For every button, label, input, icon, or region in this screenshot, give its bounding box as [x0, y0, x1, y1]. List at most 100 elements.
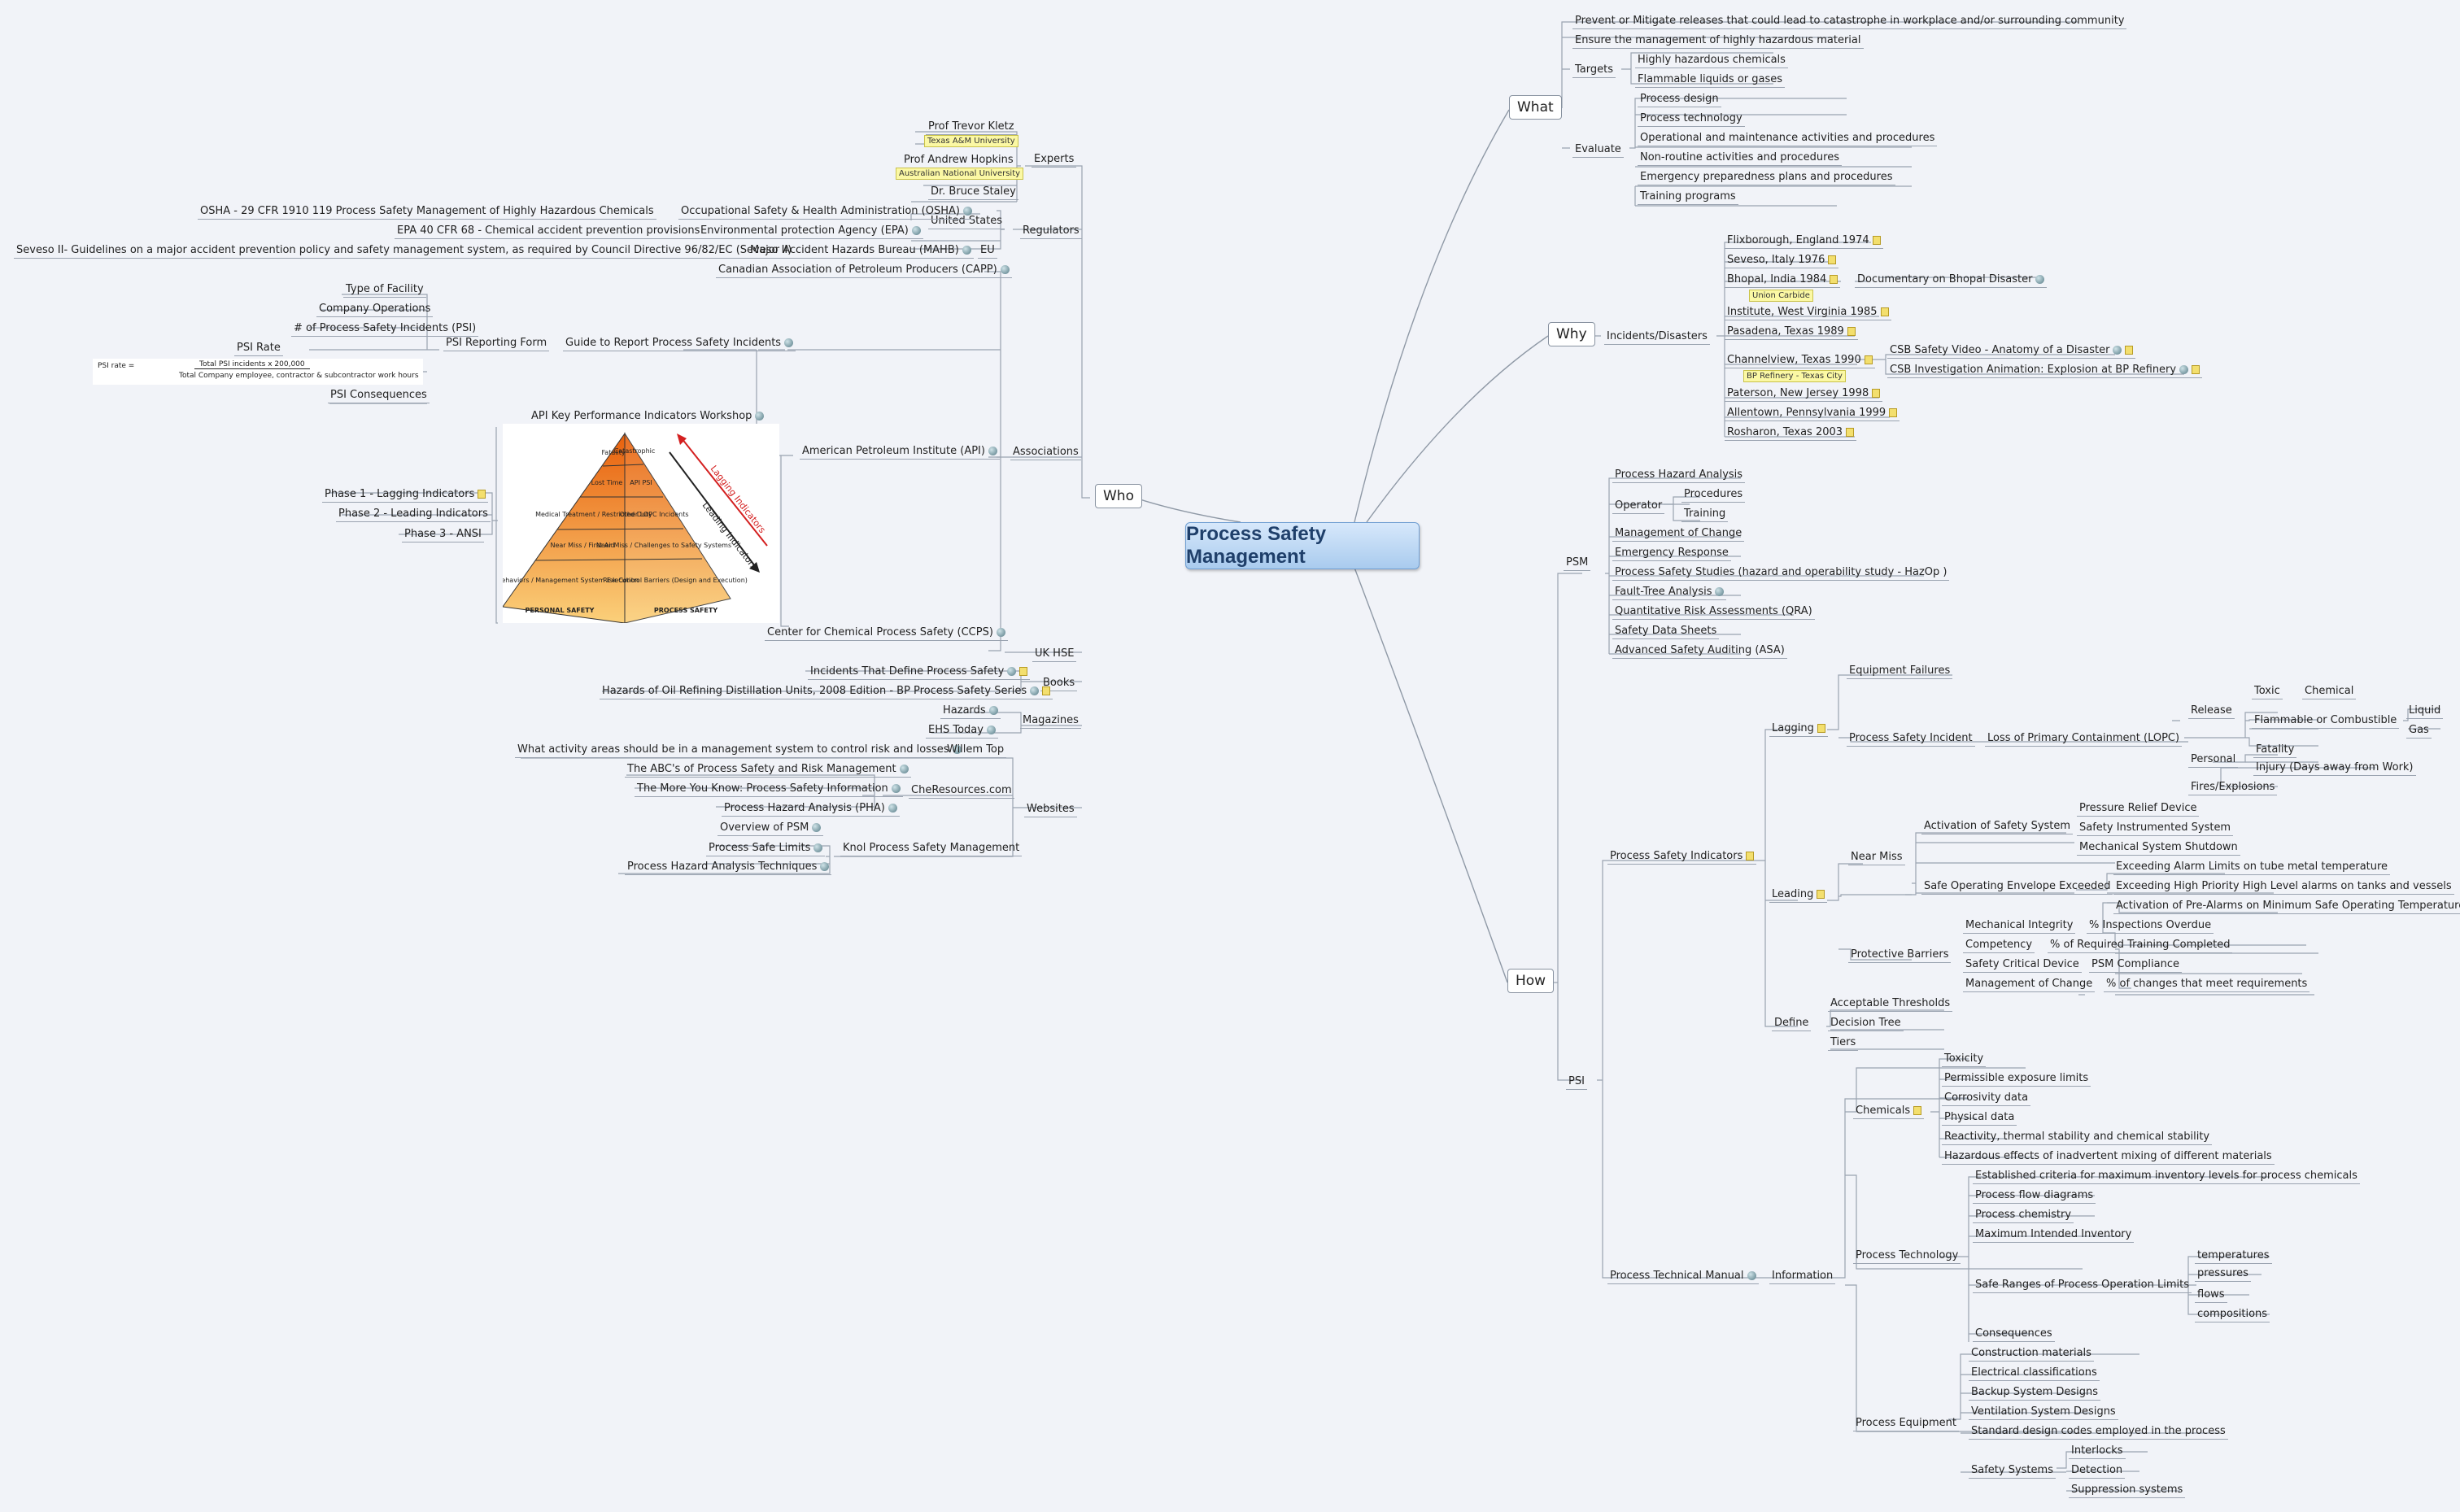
eu[interactable]: EU [978, 242, 997, 259]
psi-item[interactable]: PSI Rate [234, 340, 283, 356]
injury[interactable]: Injury (Days away from Work) [2253, 760, 2416, 776]
expert-staley[interactable]: Dr. Bruce Staley [928, 184, 1018, 200]
knol-item[interactable]: Overview of PSM [718, 820, 824, 836]
psm-item[interactable]: Process Hazard Analysis [1612, 467, 1746, 483]
define-item[interactable]: Acceptable Thresholds [1828, 996, 1953, 1012]
phase-item[interactable]: Phase 1 - Lagging Indicators [322, 486, 489, 503]
process-equipment[interactable]: Process Equipment [1853, 1415, 1960, 1431]
operator-procedures[interactable]: Procedures [1681, 486, 1746, 503]
ps-indicators[interactable]: Process Safety Indicators [1607, 848, 1757, 865]
api-workshop[interactable]: API Key Performance Indicators Workshop [529, 408, 767, 425]
process-technology[interactable]: Process Technology [1853, 1248, 1961, 1264]
range-item[interactable]: compositions [2195, 1306, 2270, 1322]
book-item[interactable]: Hazards of Oil Refining Distillation Uni… [600, 683, 1053, 699]
flammable[interactable]: Flammable or Combustible [2252, 712, 2400, 729]
range-item[interactable]: pressures [2195, 1266, 2251, 1282]
willem-top[interactable]: Willem Top [944, 742, 1007, 758]
tech-item[interactable]: Process flow diagrams [1973, 1187, 2096, 1204]
fatality[interactable]: Fatality [2253, 742, 2297, 758]
knol[interactable]: Knol Process Safety Management [840, 840, 1023, 856]
psm-item[interactable]: Emergency Response [1612, 545, 1731, 561]
release[interactable]: Release [2188, 703, 2235, 719]
equipment-failures[interactable]: Equipment Failures [1847, 663, 1953, 679]
magazine-ehs[interactable]: EHS Today [926, 722, 998, 739]
mahb[interactable]: Major Accident Hazards Bureau (MAHB) [748, 242, 974, 259]
psi-consequences[interactable]: PSI Consequences [328, 387, 430, 403]
websites[interactable]: Websites [1024, 801, 1077, 817]
tech-item[interactable]: Established criteria for maximum invento… [1973, 1168, 2360, 1184]
psm-item[interactable]: Safety Data Sheets [1612, 623, 1720, 639]
mech-integrity[interactable]: Mechanical Integrity [1963, 917, 2076, 934]
branch-why[interactable]: Why [1548, 322, 1595, 346]
psi-item[interactable]: # of Process Safety Incidents (PSI) [291, 320, 479, 337]
osha-standard[interactable]: OSHA - 29 CFR 1910 119 Process Safety Ma… [198, 203, 656, 220]
activation-item[interactable]: Safety Instrumented System [2077, 820, 2234, 836]
chemical-item[interactable]: Toxicity [1942, 1051, 1987, 1067]
what-ensure[interactable]: Ensure the management of highly hazardou… [1572, 33, 1864, 49]
cheresources[interactable]: CheResources.com [909, 782, 1014, 799]
evaluate-item[interactable]: Training programs [1638, 189, 1738, 205]
consequences[interactable]: Consequences [1973, 1326, 2055, 1342]
tech-item[interactable]: Maximum Intended Inventory [1973, 1227, 2135, 1243]
chemical[interactable]: Chemical [2302, 683, 2357, 699]
incident-institute[interactable]: Institute, West Virginia 1985 [1725, 304, 1891, 320]
uk-hse[interactable]: UK HSE [1032, 646, 1077, 662]
what-prevent[interactable]: Prevent or Mitigate releases that could … [1572, 13, 2127, 29]
psm-compliance[interactable]: PSM Compliance [2089, 956, 2182, 973]
incident-paterson[interactable]: Paterson, New Jersey 1998 [1725, 386, 1883, 402]
how-psm[interactable]: PSM [1564, 555, 1591, 571]
united-states[interactable]: United States [928, 213, 1005, 229]
ccps[interactable]: Center for Chemical Process Safety (CCPS… [765, 625, 1008, 641]
magazines[interactable]: Magazines [1020, 712, 1081, 729]
epa[interactable]: Environmental protection Agency (EPA) [698, 223, 923, 239]
barriers[interactable]: Protective Barriers [1848, 947, 1952, 963]
envelope-item[interactable]: Exceeding Alarm Limits on tube metal tem… [2113, 859, 2391, 875]
activation-item[interactable]: Pressure Relief Device [2077, 800, 2200, 817]
bhopal-documentary[interactable]: Documentary on Bhopal Disaster [1855, 272, 2048, 288]
target-item[interactable]: Flammable liquids or gases [1635, 72, 1786, 88]
safety-systems[interactable]: Safety Systems [1969, 1462, 2056, 1479]
safety-item[interactable]: Interlocks [2069, 1443, 2126, 1459]
define[interactable]: Define [1772, 1015, 1812, 1031]
lagging[interactable]: Lagging [1769, 721, 1828, 737]
incident-seveso[interactable]: Seveso, Italy 1976 [1725, 252, 1839, 268]
pct-changes[interactable]: % of changes that meet requirements [2104, 976, 2310, 992]
central-topic[interactable]: Process Safety Management [1185, 522, 1420, 569]
leading[interactable]: Leading [1769, 887, 1828, 903]
range-item[interactable]: flows [2195, 1287, 2227, 1303]
branch-what[interactable]: What [1509, 95, 1562, 120]
cheres-item[interactable]: Process Hazard Analysis (PHA) [722, 800, 900, 817]
what-targets[interactable]: Targets [1572, 62, 1616, 78]
safety-item[interactable]: Detection [2069, 1462, 2126, 1479]
psm-item[interactable]: Advanced Safety Auditing (ASA) [1612, 643, 1787, 659]
evaluate-item[interactable]: Non-routine activities and procedures [1638, 150, 1843, 166]
activation-item[interactable]: Mechanical System Shutdown [2077, 839, 2240, 856]
cheres-item[interactable]: The ABC's of Process Safety and Risk Man… [625, 761, 911, 778]
moc[interactable]: Management of Change [1963, 976, 2096, 992]
phase-item[interactable]: Phase 3 - ANSI [402, 526, 484, 542]
envelope-item[interactable]: Exceeding High Priority High Level alarm… [2113, 878, 2454, 895]
epa-standard[interactable]: EPA 40 CFR 68 - Chemical accident preven… [395, 223, 703, 239]
incident-flixborough[interactable]: Flixborough, England 1974 [1725, 233, 1883, 249]
evaluate-item[interactable]: Emergency preparedness plans and procedu… [1638, 169, 1895, 185]
expert-kletz[interactable]: Prof Trevor Kletz [926, 119, 1017, 135]
expert-hopkins[interactable]: Prof Andrew Hopkins [901, 152, 1016, 168]
seveso-standard[interactable]: Seveso II- Guidelines on a major acciden… [14, 242, 795, 259]
activation[interactable]: Activation of Safety System [1921, 818, 2074, 834]
csb-animation[interactable]: CSB Investigation Animation: Explosion a… [1887, 362, 2203, 378]
define-item[interactable]: Decision Tree [1828, 1015, 1904, 1031]
operator-training[interactable]: Training [1681, 506, 1729, 522]
knol-item[interactable]: Process Safe Limits [706, 840, 826, 856]
envelope[interactable]: Safe Operating Envelope Exceeded [1921, 878, 2113, 895]
what-evaluate[interactable]: Evaluate [1572, 142, 1624, 158]
chemical-item[interactable]: Reactivity, thermal stability and chemic… [1942, 1129, 2213, 1145]
ptm[interactable]: Process Technical Manual [1607, 1268, 1759, 1284]
evaluate-item[interactable]: Process technology [1638, 111, 1745, 127]
target-item[interactable]: Highly hazardous chemicals [1635, 52, 1788, 68]
personal[interactable]: Personal [2188, 752, 2239, 768]
gas[interactable]: Gas [2406, 722, 2432, 739]
range-item[interactable]: temperatures [2195, 1248, 2272, 1264]
pct-inspections[interactable]: % Inspections Overdue [2087, 917, 2214, 934]
psm-operator[interactable]: Operator [1612, 498, 1665, 514]
capp[interactable]: Canadian Association of Petroleum Produc… [716, 262, 1012, 278]
